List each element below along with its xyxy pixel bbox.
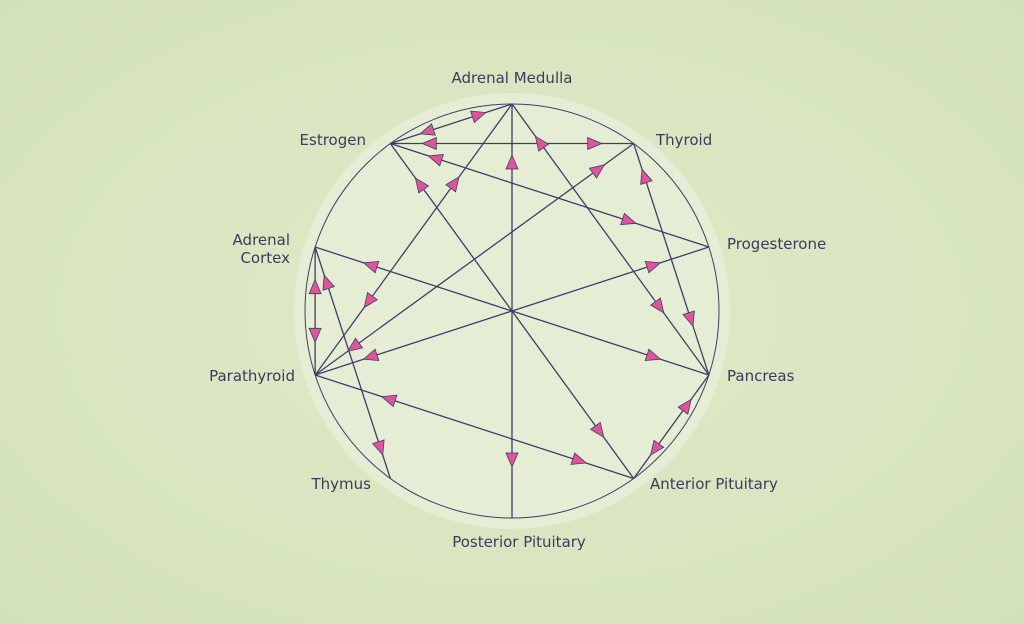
- arrowhead-toward-parathyroid: [308, 327, 322, 344]
- arrowhead-toward-adrenal-medulla: [534, 135, 550, 152]
- node-label-thymus: Thymus: [311, 475, 371, 493]
- arrowhead-toward-parathyroid: [346, 337, 364, 352]
- edge-pancreas-anterior-pituitary: [633, 374, 710, 479]
- arrowhead-toward-pancreas: [644, 348, 662, 362]
- node-label-progesterone: Progesterone: [727, 235, 827, 253]
- arrowhead-toward-adrenal-cortex: [308, 278, 322, 295]
- arrowhead-toward-parathyroid: [362, 348, 380, 362]
- arrowhead-toward-posterior-pituitary: [505, 452, 519, 469]
- node-label-parathyroid: Parathyroid: [209, 367, 295, 385]
- edge-estrogen-adrenal-medulla: [390, 103, 513, 145]
- arrowhead-toward-parathyroid: [380, 394, 398, 408]
- arrowhead-toward-adrenal-cortex: [362, 260, 380, 274]
- node-label-adrenal-cortex: Adrenal Cortex: [232, 231, 290, 267]
- arrowhead-toward-pancreas: [677, 398, 692, 415]
- arrowhead-toward-estrogen: [419, 123, 436, 136]
- node-label-estrogen: Estrogen: [299, 131, 366, 149]
- arrowhead-toward-anterior-pituitary: [570, 452, 588, 465]
- arrowhead-toward-parathyroid: [363, 291, 379, 309]
- arrowhead-toward-pancreas: [649, 297, 665, 314]
- arrowhead-toward-estrogen: [427, 154, 444, 167]
- arrowhead-toward-anterior-pituitary: [589, 421, 605, 439]
- arrowhead-toward-progesterone: [620, 212, 637, 226]
- arrowhead-toward-progesterone: [644, 260, 662, 274]
- arrowhead-toward-adrenal-medulla: [445, 176, 460, 193]
- edge-progesterone-parathyroid: [314, 246, 710, 376]
- edge-thyroid-parathyroid: [314, 143, 635, 376]
- arrowhead-toward-thyroid: [587, 136, 603, 151]
- arrowhead-toward-thyroid: [640, 168, 653, 185]
- node-label-pancreas: Pancreas: [727, 367, 795, 385]
- arrowhead-toward-adrenal-cortex: [322, 274, 336, 291]
- arrowhead-toward-anterior-pituitary: [650, 439, 665, 456]
- node-label-anterior-pituitary: Anterior Pituitary: [650, 475, 778, 493]
- arrowhead-toward-adrenal-medulla: [505, 153, 519, 170]
- edge-adrenal-medulla-pancreas: [511, 103, 710, 376]
- arrowhead-toward-thymus: [371, 439, 385, 456]
- node-label-adrenal-medulla: Adrenal Medulla: [451, 69, 573, 87]
- arrowhead-toward-estrogen: [414, 177, 430, 194]
- arrowhead-toward-thyroid: [588, 164, 606, 179]
- arrowhead-toward-estrogen: [421, 136, 437, 151]
- edge-estrogen-progesterone: [390, 142, 710, 248]
- node-label-posterior-pituitary: Posterior Pituitary: [452, 533, 586, 551]
- arrowhead-toward-adrenal-medulla: [470, 110, 487, 124]
- node-label-thyroid: Thyroid: [656, 131, 713, 149]
- arrowhead-toward-pancreas: [682, 310, 695, 328]
- edge-adrenal-medulla-parathyroid: [314, 103, 513, 376]
